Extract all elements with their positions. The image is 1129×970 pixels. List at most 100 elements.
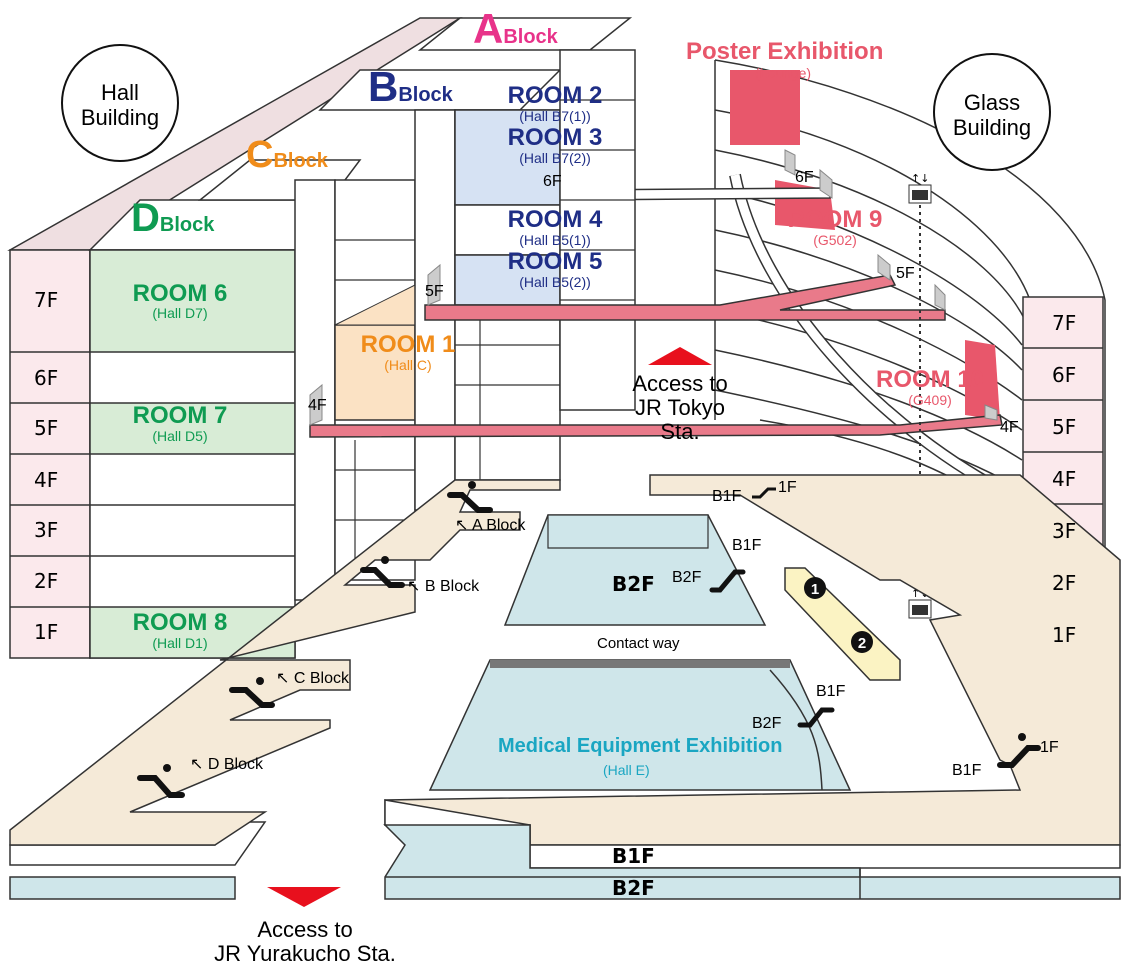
medical-exhibition-sub: (Hall E) bbox=[603, 762, 650, 778]
floor-left-2f: 2F bbox=[34, 569, 59, 593]
room-10-hall: (G409) bbox=[908, 392, 952, 408]
b-block-word: Block bbox=[398, 84, 453, 106]
a-block-word: Block bbox=[503, 26, 558, 48]
room-7-hall: (Hall D5) bbox=[152, 428, 208, 444]
tag-b1f-pit: B1F bbox=[732, 537, 762, 554]
c-block bbox=[294, 179, 336, 601]
marker-1[interactable] bbox=[804, 577, 826, 599]
escalator-icon-b[interactable] bbox=[360, 556, 405, 588]
escalator-label-b[interactable]: ↖ B Block bbox=[407, 578, 480, 595]
svg-text:↑↓: ↑↓ bbox=[911, 172, 929, 185]
base-level-b2f: B2F bbox=[612, 876, 655, 900]
room-5-hall: (Hall B5(2)) bbox=[519, 274, 591, 290]
tag-6f-a: 6F bbox=[543, 173, 562, 190]
room-9-name[interactable]: ROOM 9 bbox=[787, 206, 883, 233]
room-1-name[interactable]: ROOM 1 bbox=[360, 331, 456, 358]
glass-building-label: Glass Building bbox=[952, 90, 1032, 141]
tag-6f-glass: 6F bbox=[795, 169, 814, 186]
floor-left-3f: 3F bbox=[34, 518, 59, 542]
floor-right-7f: 7F bbox=[1052, 311, 1077, 335]
d-block-title: DBlock bbox=[131, 198, 214, 238]
a-block-title: ABlock bbox=[473, 8, 558, 50]
floor-right-4f: 4F bbox=[1052, 467, 1077, 491]
tag-1f-right: 1F bbox=[1040, 739, 1059, 756]
escalator-icon-c[interactable] bbox=[229, 677, 275, 708]
escalator-icon-b1f-1f-top[interactable] bbox=[752, 487, 776, 499]
room-9-hall: (G502) bbox=[813, 232, 857, 248]
escalator-icons bbox=[137, 481, 1041, 798]
info-counter[interactable] bbox=[784, 567, 901, 681]
tag-b1f-top-left: B1F bbox=[712, 488, 742, 505]
marker-2[interactable] bbox=[851, 631, 873, 653]
room-4-area[interactable] bbox=[454, 204, 561, 256]
bridge-4f bbox=[309, 414, 1003, 438]
room-3-hall: (Hall B7(2)) bbox=[519, 150, 591, 166]
d-block-letter: D bbox=[131, 196, 160, 240]
b2f-floor-left bbox=[9, 876, 236, 900]
tag-1f-top: 1F bbox=[778, 479, 797, 496]
glass-building-circle bbox=[933, 53, 1051, 171]
b-block-letter: B bbox=[368, 63, 399, 110]
room-2-3-area[interactable] bbox=[454, 109, 561, 206]
room-7-area[interactable] bbox=[89, 402, 296, 455]
escalator-icon-b2f-b1f-mid[interactable] bbox=[797, 707, 835, 728]
room-1-hall: (Hall C) bbox=[384, 357, 432, 373]
tag-4f-c: 4F bbox=[308, 397, 327, 414]
tag-b2f-center: B2F bbox=[612, 572, 655, 596]
floor-right-3f: 3F bbox=[1052, 519, 1077, 543]
escalator-icon-1f-right[interactable] bbox=[997, 733, 1041, 768]
room-3-name[interactable]: ROOM 3 bbox=[507, 124, 603, 151]
floor-right-5f: 5F bbox=[1052, 415, 1077, 439]
poster-exhibition-area[interactable] bbox=[730, 70, 800, 145]
a-block-letter: A bbox=[473, 5, 504, 52]
room-6-name[interactable]: ROOM 6 bbox=[132, 280, 228, 307]
floor-left-6f: 6F bbox=[34, 366, 59, 390]
room-6-hall: (Hall D7) bbox=[152, 305, 208, 321]
arrow-up-tokyo[interactable] bbox=[648, 347, 712, 365]
bridge-5f bbox=[424, 274, 946, 321]
room-1-area[interactable] bbox=[334, 324, 416, 421]
arrow-down-yurakucho[interactable] bbox=[267, 887, 341, 907]
escalator-icon-b2f-b1f-top[interactable] bbox=[709, 569, 746, 593]
contact-way-bar bbox=[490, 660, 790, 668]
contact-way-label: Contact way bbox=[597, 635, 680, 652]
tag-b2f-pit: B2F bbox=[672, 569, 702, 586]
room-4-hall: (Hall B5(1)) bbox=[519, 232, 591, 248]
room-2-hall: (Hall B7(1)) bbox=[519, 108, 591, 124]
room-7-name[interactable]: ROOM 7 bbox=[132, 402, 228, 429]
floor-left-1f: 1F bbox=[34, 620, 59, 644]
floor-left-4f: 4F bbox=[34, 468, 59, 492]
b2f-floor-right bbox=[383, 824, 1121, 900]
a-block bbox=[559, 49, 636, 411]
floor-right-2f: 2F bbox=[1052, 571, 1077, 595]
c-block-word: Block bbox=[273, 150, 328, 172]
escalator-icon-d[interactable] bbox=[137, 764, 185, 798]
tag-4f-glass: 4F bbox=[1000, 419, 1019, 436]
poster-exhibition-sub: (Lounge) bbox=[755, 65, 812, 81]
access-tokyo-label[interactable]: Access to JR Tokyo Sta. bbox=[632, 371, 728, 445]
c-block-title: CBlock bbox=[246, 136, 328, 174]
c-block-letter: C bbox=[246, 134, 274, 176]
elevator-icon-top: ↑↓ bbox=[908, 172, 932, 204]
room-5-name[interactable]: ROOM 5 bbox=[507, 248, 603, 275]
medical-exhibition-title[interactable]: Medical Equipment Exhibition bbox=[498, 735, 783, 757]
room-2-name[interactable]: ROOM 2 bbox=[507, 82, 603, 109]
d-block-word: Block bbox=[159, 214, 215, 236]
marker-1-text: 1 bbox=[811, 581, 819, 598]
tag-b2f-mid: B2F bbox=[752, 715, 782, 732]
room-6-area[interactable] bbox=[89, 249, 296, 353]
access-yurakucho-label[interactable]: Access to JR Yurakucho Sta. bbox=[214, 917, 396, 967]
hall-building-label: Hall Building bbox=[80, 80, 160, 131]
escalator-label-c[interactable]: ↖ C Block bbox=[276, 670, 349, 687]
room-4-name[interactable]: ROOM 4 bbox=[507, 206, 603, 233]
poster-exhibition-title[interactable]: Poster Exhibition bbox=[686, 38, 884, 65]
tag-5f-a: 5F bbox=[425, 283, 444, 300]
tag-b1f-right: B1F bbox=[952, 762, 982, 779]
escalator-icon-a[interactable] bbox=[447, 481, 493, 513]
room-10-area[interactable] bbox=[965, 340, 1000, 420]
room-10-name[interactable]: ROOM 10 bbox=[875, 366, 985, 393]
escalator-label-d[interactable]: ↖ D Block bbox=[190, 756, 263, 773]
room-8-name[interactable]: ROOM 8 bbox=[132, 609, 228, 636]
escalator-label-a[interactable]: ↖ A Block bbox=[455, 517, 526, 534]
b-block-title: BBlock bbox=[368, 66, 453, 108]
